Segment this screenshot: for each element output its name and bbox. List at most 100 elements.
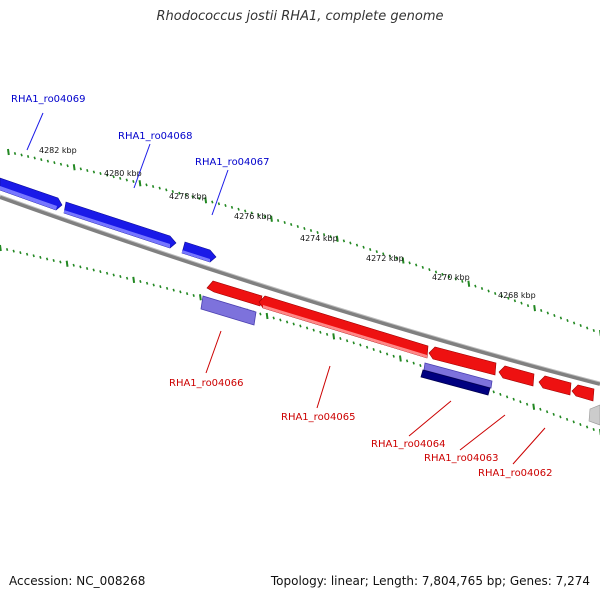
scale-tick [408, 261, 411, 265]
scale-tick [492, 390, 495, 394]
scale-tick [59, 260, 62, 264]
scale-tick [185, 292, 189, 296]
scale-tick [372, 348, 375, 352]
scale-tick [184, 193, 188, 197]
scale-tick [119, 275, 122, 279]
scale-tick [519, 400, 522, 404]
kbp-label: 4276 kbp [234, 212, 272, 221]
scale-tick [0, 244, 2, 252]
scale-tick [105, 271, 109, 275]
scale-tick [487, 289, 490, 293]
scale-tick [585, 425, 589, 429]
gene-label-ro04062[interactable]: RHA1_ro04062 [478, 468, 553, 479]
scale-tick [572, 420, 575, 424]
scale-tick [392, 354, 395, 358]
scale-tick [319, 330, 322, 334]
scale-tick [419, 363, 422, 367]
scale-tick [525, 402, 529, 406]
scale-tick [65, 260, 69, 267]
gene-label-ro04069[interactable]: RHA1_ro04069 [11, 94, 86, 105]
scale-tick [112, 273, 115, 277]
scale-tick [139, 280, 142, 284]
scale-tick [79, 167, 82, 171]
gene-label-ro04066[interactable]: RHA1_ro04066 [169, 378, 244, 389]
scale-tick [92, 268, 95, 272]
scale-tick [125, 178, 128, 182]
gene-arrow-next[interactable] [571, 384, 595, 402]
scale-tick [461, 279, 464, 283]
gene-label-ro04065[interactable]: RHA1_ro04065 [281, 412, 356, 423]
reverse-genes [206, 280, 600, 426]
gene-arrow-ro04069[interactable] [0, 177, 63, 211]
scale-tick [283, 221, 286, 225]
kbp-labels: 4282 kbp 4280 kbp 4278 kbp 4276 kbp 4274… [39, 146, 536, 300]
gene-arrow-grey[interactable] [588, 404, 600, 426]
scale-tick [412, 361, 415, 365]
scale-tick [512, 397, 515, 401]
scale-tick [132, 180, 135, 184]
leader-line [512, 427, 546, 465]
scale-tick [405, 359, 409, 363]
scale-tick [434, 270, 438, 274]
scale-tick [263, 215, 267, 219]
scale-tick [211, 200, 214, 204]
gene-arrow-ro04064[interactable] [428, 346, 497, 376]
scale-tick [165, 286, 169, 290]
scale-tick [467, 280, 471, 287]
scale-tick [270, 215, 273, 222]
gene-arrow-ro04062[interactable] [538, 375, 572, 396]
scale-tick [505, 395, 509, 399]
feature-box-navy[interactable] [420, 369, 491, 396]
scale-tick [421, 265, 424, 269]
scale-tick [533, 304, 536, 312]
scale-tick [66, 164, 69, 168]
scale-tick [586, 326, 589, 330]
gene-label-ro04063[interactable]: RHA1_ro04063 [424, 453, 499, 464]
feature-box-purple[interactable] [200, 295, 257, 326]
gene-arrow-ro04067-shade [182, 250, 210, 262]
gene-label-ro04064[interactable]: RHA1_ro04064 [371, 439, 446, 450]
genome-title: Rhodococcus jostii RHA1, complete genome [156, 9, 444, 24]
scale-tick [259, 312, 262, 316]
scale-tick [592, 427, 595, 431]
scale-tick [237, 207, 240, 211]
scale-tick [230, 205, 234, 209]
scale-tick [545, 410, 549, 414]
scale-tick [217, 202, 221, 206]
scale-tick [507, 296, 510, 300]
scale-tick [579, 422, 582, 426]
scale-tick [26, 155, 30, 159]
reverse-leaders [205, 330, 546, 465]
scale-tick [132, 276, 136, 284]
feature-box-purple-2[interactable] [423, 362, 493, 389]
scale-tick [172, 288, 175, 292]
gene-label-ro04068[interactable]: RHA1_ro04068 [118, 131, 193, 142]
scale-tick [339, 337, 342, 341]
scale-tick [192, 293, 195, 297]
scale-tick [7, 148, 10, 156]
forward-leaders [26, 112, 229, 216]
scale-tick [244, 209, 247, 213]
scale-tick [72, 263, 75, 267]
scale-tick [559, 316, 563, 320]
scale-tick [272, 316, 275, 320]
scale-tick [145, 183, 148, 187]
scale-tick [45, 257, 49, 261]
scale-tick [385, 352, 389, 356]
scale-tick [474, 284, 477, 288]
scale-tick [105, 173, 109, 177]
genome-backbone [0, 195, 600, 386]
scale-tick [572, 321, 576, 325]
scale-tick [86, 168, 89, 172]
scale-tick [46, 159, 50, 163]
feature-boxes [200, 295, 493, 396]
scale-tick [552, 412, 555, 416]
scale-tick [25, 252, 29, 256]
scale-tick [276, 219, 280, 223]
gene-arrow-ro04063[interactable] [498, 365, 535, 387]
gene-label-ro04067[interactable]: RHA1_ro04067 [195, 157, 270, 168]
scale-tick [224, 204, 227, 208]
scale-tick [316, 231, 319, 235]
leader-line [211, 169, 229, 216]
